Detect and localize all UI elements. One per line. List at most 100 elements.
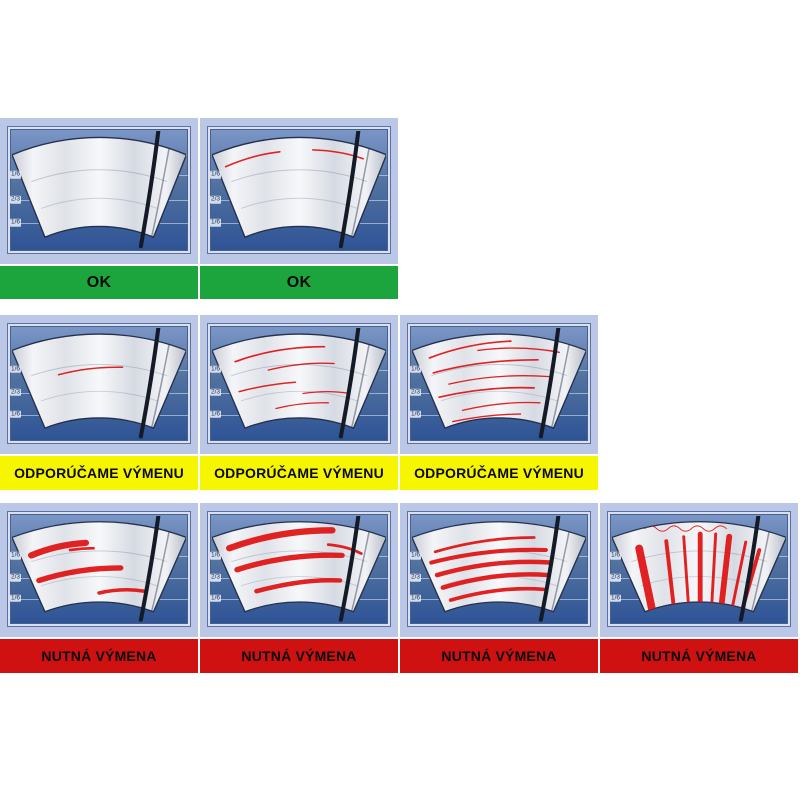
status-band-replace: NUTNÁ VÝMENA [600, 639, 798, 673]
wiper-test-picture: 1/6 2/3 1/6 [0, 503, 198, 637]
wear-streaks [224, 149, 364, 168]
wiper-test-picture: 1/6 2/3 1/6 [400, 503, 598, 637]
wiper-test-picture: 1/6 2/3 1/6 [0, 118, 198, 264]
wiper-test-picture: 1/6 2/3 1/6 [600, 503, 798, 637]
windshield-panel: 1/6 2/3 1/6 [8, 127, 190, 253]
zone-fraction-label: 1/6 [210, 594, 222, 603]
wiper-blade-icon [538, 328, 561, 439]
status-label: ODPORÚČAME VÝMENU [414, 465, 584, 481]
wear-streaks [428, 340, 560, 423]
status-label: OK [286, 273, 312, 291]
wiper-sweep-graphic [611, 516, 787, 622]
zone-fraction-label: 1/6 [210, 410, 222, 419]
status-label: NUTNÁ VÝMENA [641, 648, 757, 664]
wiper-blade-icon [138, 516, 161, 622]
wear-streaks [27, 539, 146, 595]
wiper-sweep-graphic [11, 131, 187, 249]
zone-fraction-label: 2/3 [410, 388, 422, 397]
zone-fraction-label: 1/6 [10, 551, 22, 560]
zone-fraction-label: 1/6 [10, 218, 22, 227]
zone-fraction-label: 1/6 [10, 171, 22, 179]
wiper-test-picture: 1/6 2/3 1/6 [200, 503, 398, 637]
wiper-sweep-graphic [411, 328, 587, 439]
status-band-warn: ODPORÚČAME VÝMENU [200, 456, 398, 490]
zone-fraction-label: 1/6 [210, 365, 222, 374]
zone-fraction-label: 2/3 [410, 573, 422, 582]
status-band-warn: ODPORÚČAME VÝMENU [0, 456, 198, 490]
windshield-panel: 1/6 2/3 1/6 [8, 324, 190, 443]
wiper-blade-icon [338, 131, 361, 249]
status-band-ok: OK [0, 266, 198, 299]
zone-fraction-label: 1/6 [10, 410, 22, 419]
zone-fraction-label: 1/6 [210, 218, 222, 227]
wiper-sweep-graphic [211, 516, 387, 622]
zone-fraction-label: 1/6 [10, 365, 22, 374]
zone-fraction-label: 1/6 [610, 594, 622, 603]
zone-fraction-label: 1/6 [210, 171, 222, 179]
status-band-ok: OK [200, 266, 398, 299]
status-band-replace: NUTNÁ VÝMENA [0, 639, 198, 673]
wiper-sweep-graphic [11, 328, 187, 439]
wiper-sweep-graphic [211, 131, 387, 249]
wiper-test-picture: 1/6 2/3 1/6 [0, 315, 198, 454]
zone-fraction-label: 2/3 [10, 195, 22, 204]
wiper-blade-icon [138, 131, 161, 249]
windshield-panel: 1/6 2/3 1/6 [208, 324, 390, 443]
status-label: OK [86, 273, 112, 291]
status-label: NUTNÁ VÝMENA [241, 648, 357, 664]
wiper-sweep-graphic [11, 516, 187, 622]
zone-fraction-label: 1/6 [610, 551, 622, 560]
status-label: NUTNÁ VÝMENA [41, 648, 157, 664]
windshield-panel: 1/6 2/3 1/6 [408, 512, 590, 626]
zone-fraction-label: 1/6 [410, 594, 422, 603]
wear-streaks [57, 366, 124, 376]
windshield-panel: 1/6 2/3 1/6 [208, 127, 390, 253]
zone-fraction-label: 2/3 [10, 388, 22, 397]
status-band-replace: NUTNÁ VÝMENA [200, 639, 398, 673]
status-label: ODPORÚČAME VÝMENU [214, 465, 384, 481]
zone-fraction-label: 1/6 [410, 365, 422, 374]
windshield-panel: 1/6 2/3 1/6 [8, 512, 190, 626]
wiper-test-picture: 1/6 2/3 1/6 [200, 315, 398, 454]
wiper-sweep-graphic [411, 516, 587, 622]
zone-fraction-label: 1/6 [410, 551, 422, 560]
status-band-warn: ODPORÚČAME VÝMENU [400, 456, 598, 490]
wiper-blade-icon [338, 516, 361, 622]
wiper-blade-icon [538, 516, 561, 622]
wiper-sweep-graphic [211, 328, 387, 439]
wiper-blade-icon [338, 328, 361, 439]
wiper-blade-icon [138, 328, 161, 439]
wear-streaks [225, 527, 363, 594]
wiper-test-picture: 1/6 2/3 1/6 [400, 315, 598, 454]
zone-fraction-label: 1/6 [410, 410, 422, 419]
zone-fraction-label: 2/3 [10, 573, 22, 582]
windshield-panel: 1/6 2/3 1/6 [208, 512, 390, 626]
status-band-replace: NUTNÁ VÝMENA [400, 639, 598, 673]
zone-fraction-label: 2/3 [610, 573, 622, 582]
wear-streaks [234, 346, 351, 410]
wiper-blade-icon [738, 516, 761, 622]
status-label: NUTNÁ VÝMENA [441, 648, 557, 664]
windshield-panel: 1/6 2/3 1/6 [608, 512, 790, 626]
zone-fraction-label: 1/6 [210, 551, 222, 560]
status-label: ODPORÚČAME VÝMENU [14, 465, 184, 481]
wiper-test-picture: 1/6 2/3 1/6 [200, 118, 398, 264]
zone-fraction-label: 2/3 [210, 195, 222, 204]
zone-fraction-label: 2/3 [210, 573, 222, 582]
wear-streaks [428, 536, 552, 603]
zone-fraction-label: 2/3 [210, 388, 222, 397]
zone-fraction-label: 1/6 [10, 594, 22, 603]
